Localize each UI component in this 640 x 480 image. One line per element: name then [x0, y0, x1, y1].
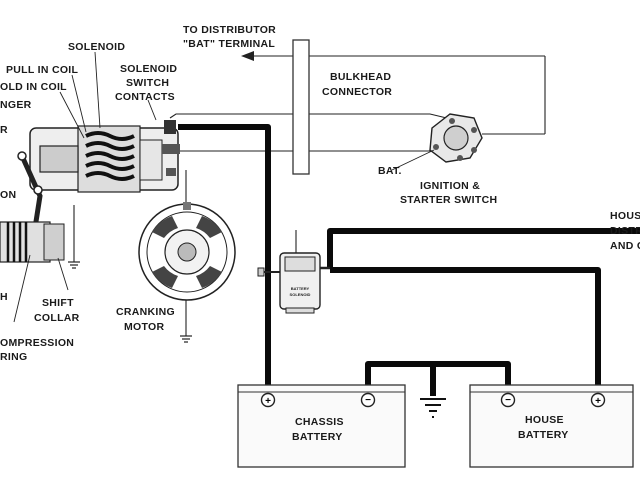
starter-solenoid-icon [29, 120, 180, 193]
solenoid-switch-label: SOLENOID [120, 63, 177, 75]
left-fragment-label-2: H [0, 291, 8, 303]
house-battery-label: HOUSE [525, 414, 564, 426]
arrow-left-icon [241, 51, 254, 61]
switch-wire-upper [169, 113, 456, 121]
left-fragment-label: ON [0, 189, 16, 201]
ground-icon [68, 261, 80, 269]
positive-terminal-icon [260, 392, 276, 408]
bat-terminal-label: "BAT" TERMINAL [183, 38, 275, 50]
house-distribution-label-3: AND C [610, 240, 640, 252]
house-distribution-cable [327, 228, 640, 267]
shift-lever-icon [0, 151, 65, 263]
hold-in-coil-label: OLD IN COIL [0, 81, 67, 93]
negative-terminal-icon [500, 392, 516, 408]
ground-icon [420, 398, 446, 418]
bulkhead-connector-label: CONNECTOR [322, 86, 392, 98]
battery-solenoid-icon: BATTERY SOLENOID [257, 252, 330, 314]
lever-label: R [0, 124, 8, 136]
cranking-motor-icon [138, 202, 236, 301]
chassis-battery-label: CHASSIS [295, 416, 344, 428]
house-distribution-label-2: DISTR [610, 225, 640, 237]
negative-terminal-icon [360, 392, 376, 408]
starter-cable [178, 124, 271, 395]
ignition-label: IGNITION & [420, 180, 480, 192]
chassis-battery-label-2: BATTERY [292, 431, 343, 443]
cranking-motor-label-2: MOTOR [124, 321, 165, 333]
ground-icon [180, 335, 192, 343]
leader-lines [13, 51, 435, 323]
bat-label: BAT. [378, 165, 402, 177]
svg-text:+: + [595, 396, 601, 407]
battery-solenoid-label: BATTERY [291, 286, 310, 291]
svg-text:−: − [365, 395, 371, 406]
to-distributor-label: TO DISTRIBUTOR [183, 24, 276, 36]
chassis-battery: + − [237, 384, 406, 468]
bulkhead-connector [292, 39, 310, 175]
house-distribution-label: HOUS [610, 210, 640, 222]
solenoid-contacts-label: CONTACTS [115, 91, 175, 103]
house-battery: − + [469, 384, 634, 468]
ground-link-cable [365, 361, 511, 395]
svg-text:−: − [505, 395, 511, 406]
positive-terminal-icon [590, 392, 606, 408]
starter-switch-label: STARTER SWITCH [400, 194, 497, 206]
shift-collar-label-2: COLLAR [34, 312, 80, 324]
solenoid-label: SOLENOID [68, 41, 125, 53]
compression-spring-label: OMPRESSION [0, 337, 74, 349]
battery-solenoid-label-2: SOLENOID [290, 292, 311, 297]
svg-text:+: + [265, 396, 271, 407]
bulkhead-label: BULKHEAD [330, 71, 391, 83]
pull-in-coil-label: PULL IN COIL [6, 64, 79, 76]
battery-cables [178, 124, 640, 396]
house-battery-cable [330, 267, 601, 395]
solenoid-switch-label-2: SWITCH [126, 77, 169, 89]
shift-collar-label: SHIFT [42, 297, 74, 309]
house-battery-label-2: BATTERY [518, 429, 569, 441]
compression-spring-label-2: RING [0, 351, 27, 363]
cranking-motor-label: CRANKING [116, 306, 175, 318]
ignition-switch-icon [429, 113, 483, 163]
plunger-label: NGER [0, 99, 32, 111]
